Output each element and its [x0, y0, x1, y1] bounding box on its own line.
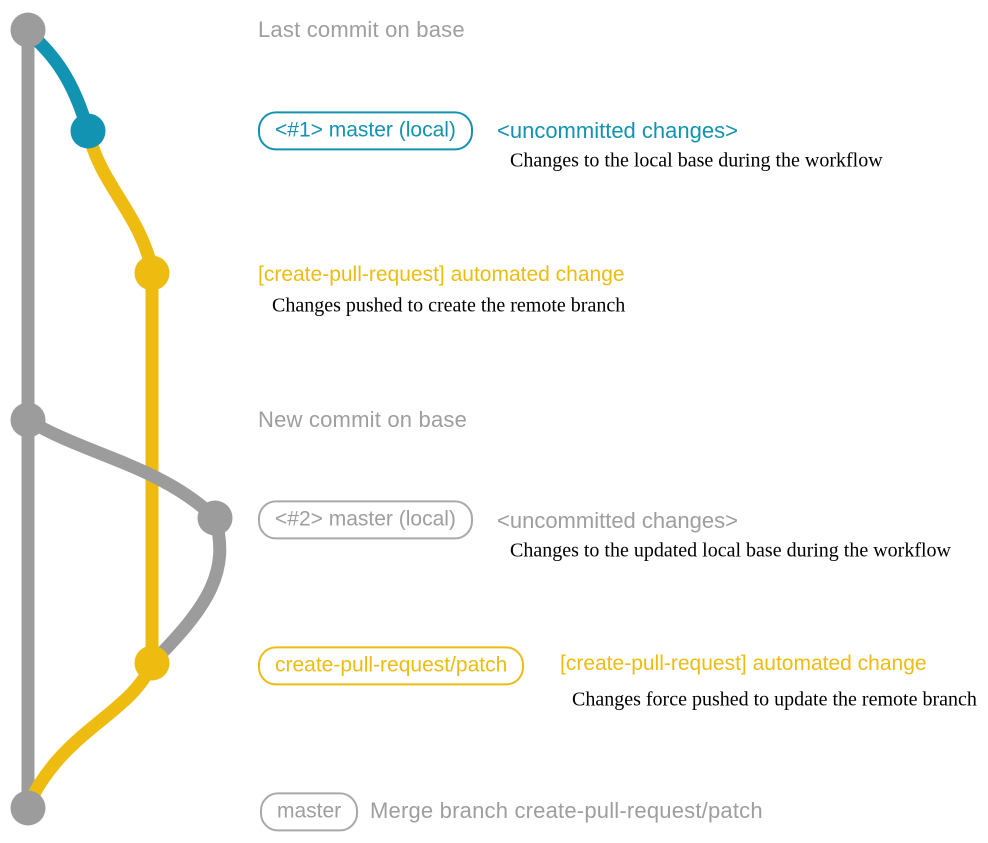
local-master2-rebase-line	[147, 516, 227, 668]
automated-change-title-2: [create-pull-request] automated change	[560, 652, 927, 675]
commit-dot-force-pushed-patch	[134, 645, 170, 681]
local2-description: Changes to the updated local base during…	[510, 539, 951, 562]
commit-dot-local-master1	[70, 113, 106, 149]
branch-badge-master: master	[260, 792, 359, 832]
commit-dot-merge	[10, 790, 46, 826]
commit-dot-last-base	[10, 12, 46, 48]
local-master2-branch-line	[24, 414, 220, 523]
uncommitted-changes-label-2: <uncommitted changes>	[497, 508, 738, 533]
last-commit-label: Last commit on base	[258, 17, 465, 42]
commit-dot-new-base	[10, 402, 46, 438]
patch-branch-upper-line	[81, 129, 159, 272]
automated-change-title-1: [create-pull-request] automated change	[258, 263, 625, 286]
branch-badge-create-pull-request-patch: create-pull-request/patch	[258, 646, 525, 686]
branch-badge-master-local-1: <#1> master (local)	[258, 111, 473, 151]
local1-description: Changes to the local base during the wor…	[510, 149, 883, 172]
auto1-description: Changes pushed to create the remote bran…	[272, 294, 626, 317]
commit-dot-pushed-patch	[134, 255, 170, 291]
uncommitted-changes-label-1: <uncommitted changes>	[497, 118, 738, 143]
commit-dot-local-master2	[197, 500, 233, 536]
branch-badge-master-local-2: <#2> master (local)	[258, 500, 473, 540]
merge-commit-label: Merge branch create-pull-request/patch	[370, 798, 763, 823]
patch-branch-merge-line	[22, 660, 159, 809]
new-commit-label: New commit on base	[258, 407, 468, 432]
auto2-description: Changes force pushed to update the remot…	[572, 688, 977, 711]
